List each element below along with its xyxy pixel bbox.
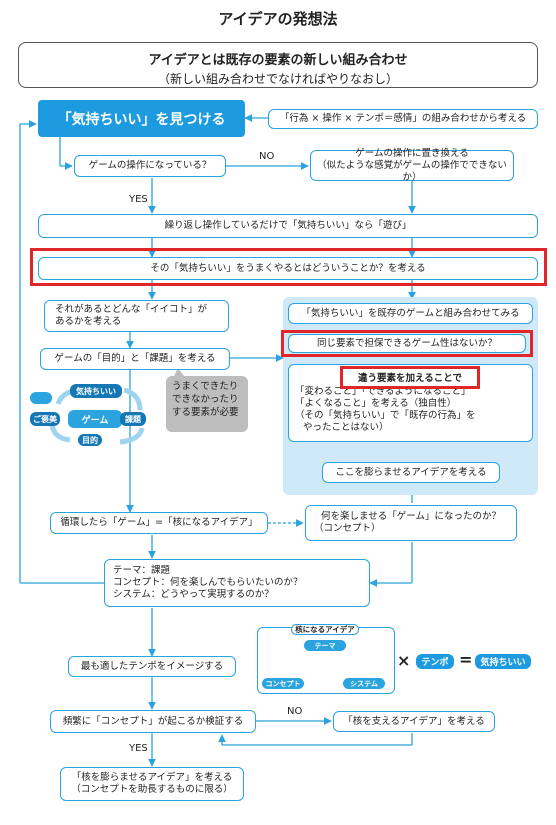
concept-q-line1: 何を楽しませる「ゲーム」になったのか？	[321, 511, 501, 522]
combine-existing-node: 「気持ちいい」を既存のゲームと組み合わせてみる	[288, 303, 533, 324]
replace-line1: ゲームの操作に置き換える	[355, 147, 469, 159]
mini-cycle-center: ゲーム	[68, 410, 122, 428]
mini-cycle-left: ご褒美	[30, 412, 60, 426]
core-concept: コンセプト	[262, 678, 304, 689]
diff-line4: やったことはない）	[303, 422, 389, 433]
callout-line3: する要素が必要	[172, 407, 239, 418]
find-node: 「気持ちいい」を見つける	[38, 100, 245, 137]
core-tempo: テンポ	[416, 654, 454, 669]
summary-line1: テーマ：課題	[113, 565, 171, 576]
mini-cycle-bottom: 目的	[78, 434, 102, 446]
replace-node: ゲームの操作に置き換える （似たような感覚がゲームの操作でできないか）	[310, 147, 514, 183]
core-diagram-title: 核になるアイデア	[291, 624, 359, 635]
concept-question-node: 何を楽しませる「ゲーム」になったのか？ （コンセプト）	[305, 505, 517, 541]
summary-line2: コンセプト：何を楽しんでもらいたいのか？	[113, 577, 303, 588]
equals-symbol: =	[459, 650, 473, 669]
header-line1: アイデアとは既存の要素の新しい組み合わせ	[148, 53, 408, 68]
expand-node: ここを膨らませるアイデアを考える	[322, 462, 500, 483]
verify-node: 頻繁に「コンセプト」が起こるか検証する	[50, 710, 256, 733]
mini-cycle-blank	[30, 392, 52, 404]
well-done-node: その「気持ちいい」をうまくやるとはどういうことか？を考える	[38, 257, 538, 280]
diff-line1: 「変わること」「できるようになること」	[295, 386, 471, 397]
tempo-node: 最も適したテンポをイメージする	[68, 656, 236, 677]
label-no-1: NO	[259, 151, 275, 162]
summary-line3: システム：どうやって実現するのか？	[113, 589, 274, 600]
ikoto-line1: それがあるとどんな「イイコト」が	[55, 304, 208, 315]
diff-line3: （その「気持ちいい」で「既存の行為」を	[295, 410, 476, 421]
cycle-node: 循環したら「ゲーム」=「核になるアイデア」	[50, 512, 268, 534]
page-title: アイデアの発想法	[218, 10, 338, 28]
same-elements-node: 同じ要素で担保できるゲーム性はないか？	[288, 334, 526, 353]
combo-node: 「行為 × 操作 × テンポ＝感情」の組み合わせから考える	[268, 109, 538, 129]
label-no-2: NO	[287, 706, 303, 717]
callout-line2: できなかったり	[172, 394, 239, 405]
ikoto-node: それがあるとどんな「イイコト」が あるかを考える	[44, 300, 229, 332]
header-box: アイデアとは既存の要素の新しい組み合わせ （新しい組み合わせでなければやりなおし…	[18, 42, 538, 88]
question-operation: ゲームの操作になっている？	[74, 155, 226, 177]
label-yes-1: YES	[129, 194, 148, 205]
expand-core-line1: 「核を膨らませるアイデア」を考える	[71, 772, 233, 783]
times-symbol: ×	[397, 651, 411, 670]
diff-line2: 「よくなること」を考える（独自性）	[295, 398, 457, 409]
purpose-node: ゲームの「目的」と「課題」を考える	[40, 348, 230, 370]
header-line2: （新しい組み合わせでなければやりなおし）	[157, 72, 398, 86]
diff-elements-title: 違う要素を加えることで	[358, 373, 462, 384]
highlight-well-done	[30, 248, 547, 286]
concept-q-line2: （コンセプト）	[314, 523, 381, 534]
expand-core-node: 「核を膨らませるアイデア」を考える （コンセプトを助長するものに限る）	[60, 767, 244, 801]
highlight-same-elements	[281, 330, 533, 357]
core-result: 気持ちいい	[475, 654, 531, 669]
mini-cycle-right: 課題	[120, 412, 146, 426]
summary-node: テーマ：課題 コンセプト：何を楽しんでもらいたいのか？ システム：どうやって実現…	[104, 559, 370, 607]
ikoto-line2: あるかを考える	[55, 316, 122, 327]
core-system: システム	[343, 678, 385, 689]
highlight-diff-elements	[340, 366, 480, 389]
callout-line1: うまくできたり	[172, 381, 239, 392]
support-node: 「核を支えるアイデア」を考える	[333, 711, 495, 732]
core-theme: テーマ	[304, 640, 346, 651]
callout-note: うまくできたり できなかったり する要素が必要	[166, 376, 248, 432]
repeat-play-node: 繰り返し操作しているだけで「気持ちいい」なら「遊び」	[38, 214, 538, 238]
mini-cycle-top: 気持ちいい	[70, 384, 122, 398]
replace-line2: （似たような感覚がゲームの操作でできないか）	[317, 159, 507, 183]
expand-core-line2: （コンセプトを助長するものに限る）	[71, 784, 233, 795]
label-yes-2: YES	[129, 743, 148, 754]
